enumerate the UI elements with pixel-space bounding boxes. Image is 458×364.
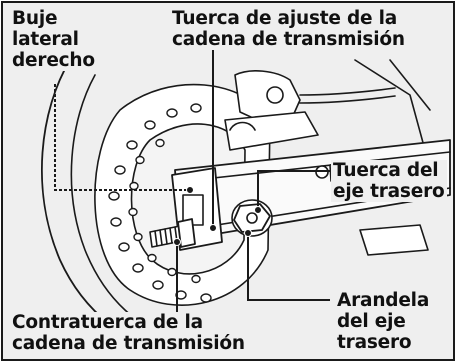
label-ajuste-line1: Tuerca de ajuste de la	[172, 8, 398, 29]
label-contratuerca-line2: cadena de transmisión	[12, 333, 245, 354]
label-tuerca-eje-line2: eje trasero	[333, 181, 445, 202]
label-arandela-line2: del eje	[337, 311, 406, 332]
rear-lower-bracket	[359, 224, 429, 256]
label-arandela-line1: Arandela	[337, 290, 430, 311]
label-tuerca-del-eje: Tuerca del eje trasero	[331, 160, 447, 202]
label-buje-lateral-derecho: Buje lateral derecho	[10, 8, 97, 71]
brake-disc-holes	[108, 103, 212, 303]
label-arandela-line3: trasero	[337, 332, 412, 353]
label-arandela-del-eje: Arandela del eje trasero	[335, 290, 432, 353]
label-buje-line2: lateral	[12, 29, 79, 50]
brake-hose	[299, 87, 396, 96]
leader-arandela	[247, 233, 330, 301]
label-tuerca-eje-line1: Tuerca del	[333, 160, 439, 181]
label-buje-line1: Buje	[12, 8, 58, 29]
lock-nut	[177, 218, 196, 248]
leader-tuerca-eje	[257, 170, 330, 210]
label-contratuerca: Contratuerca de la cadena de transmisión	[10, 312, 247, 354]
caliper-bracket	[224, 111, 319, 151]
leader-buje	[54, 84, 190, 191]
label-ajuste-line2: cadena de transmisión	[172, 29, 405, 50]
label-buje-line3: derecho	[12, 50, 95, 71]
caliper-bolt	[266, 86, 284, 104]
label-tuerca-ajuste: Tuerca de ajuste de la cadena de transmi…	[170, 8, 407, 50]
label-contratuerca-line1: Contratuerca de la	[12, 312, 203, 333]
